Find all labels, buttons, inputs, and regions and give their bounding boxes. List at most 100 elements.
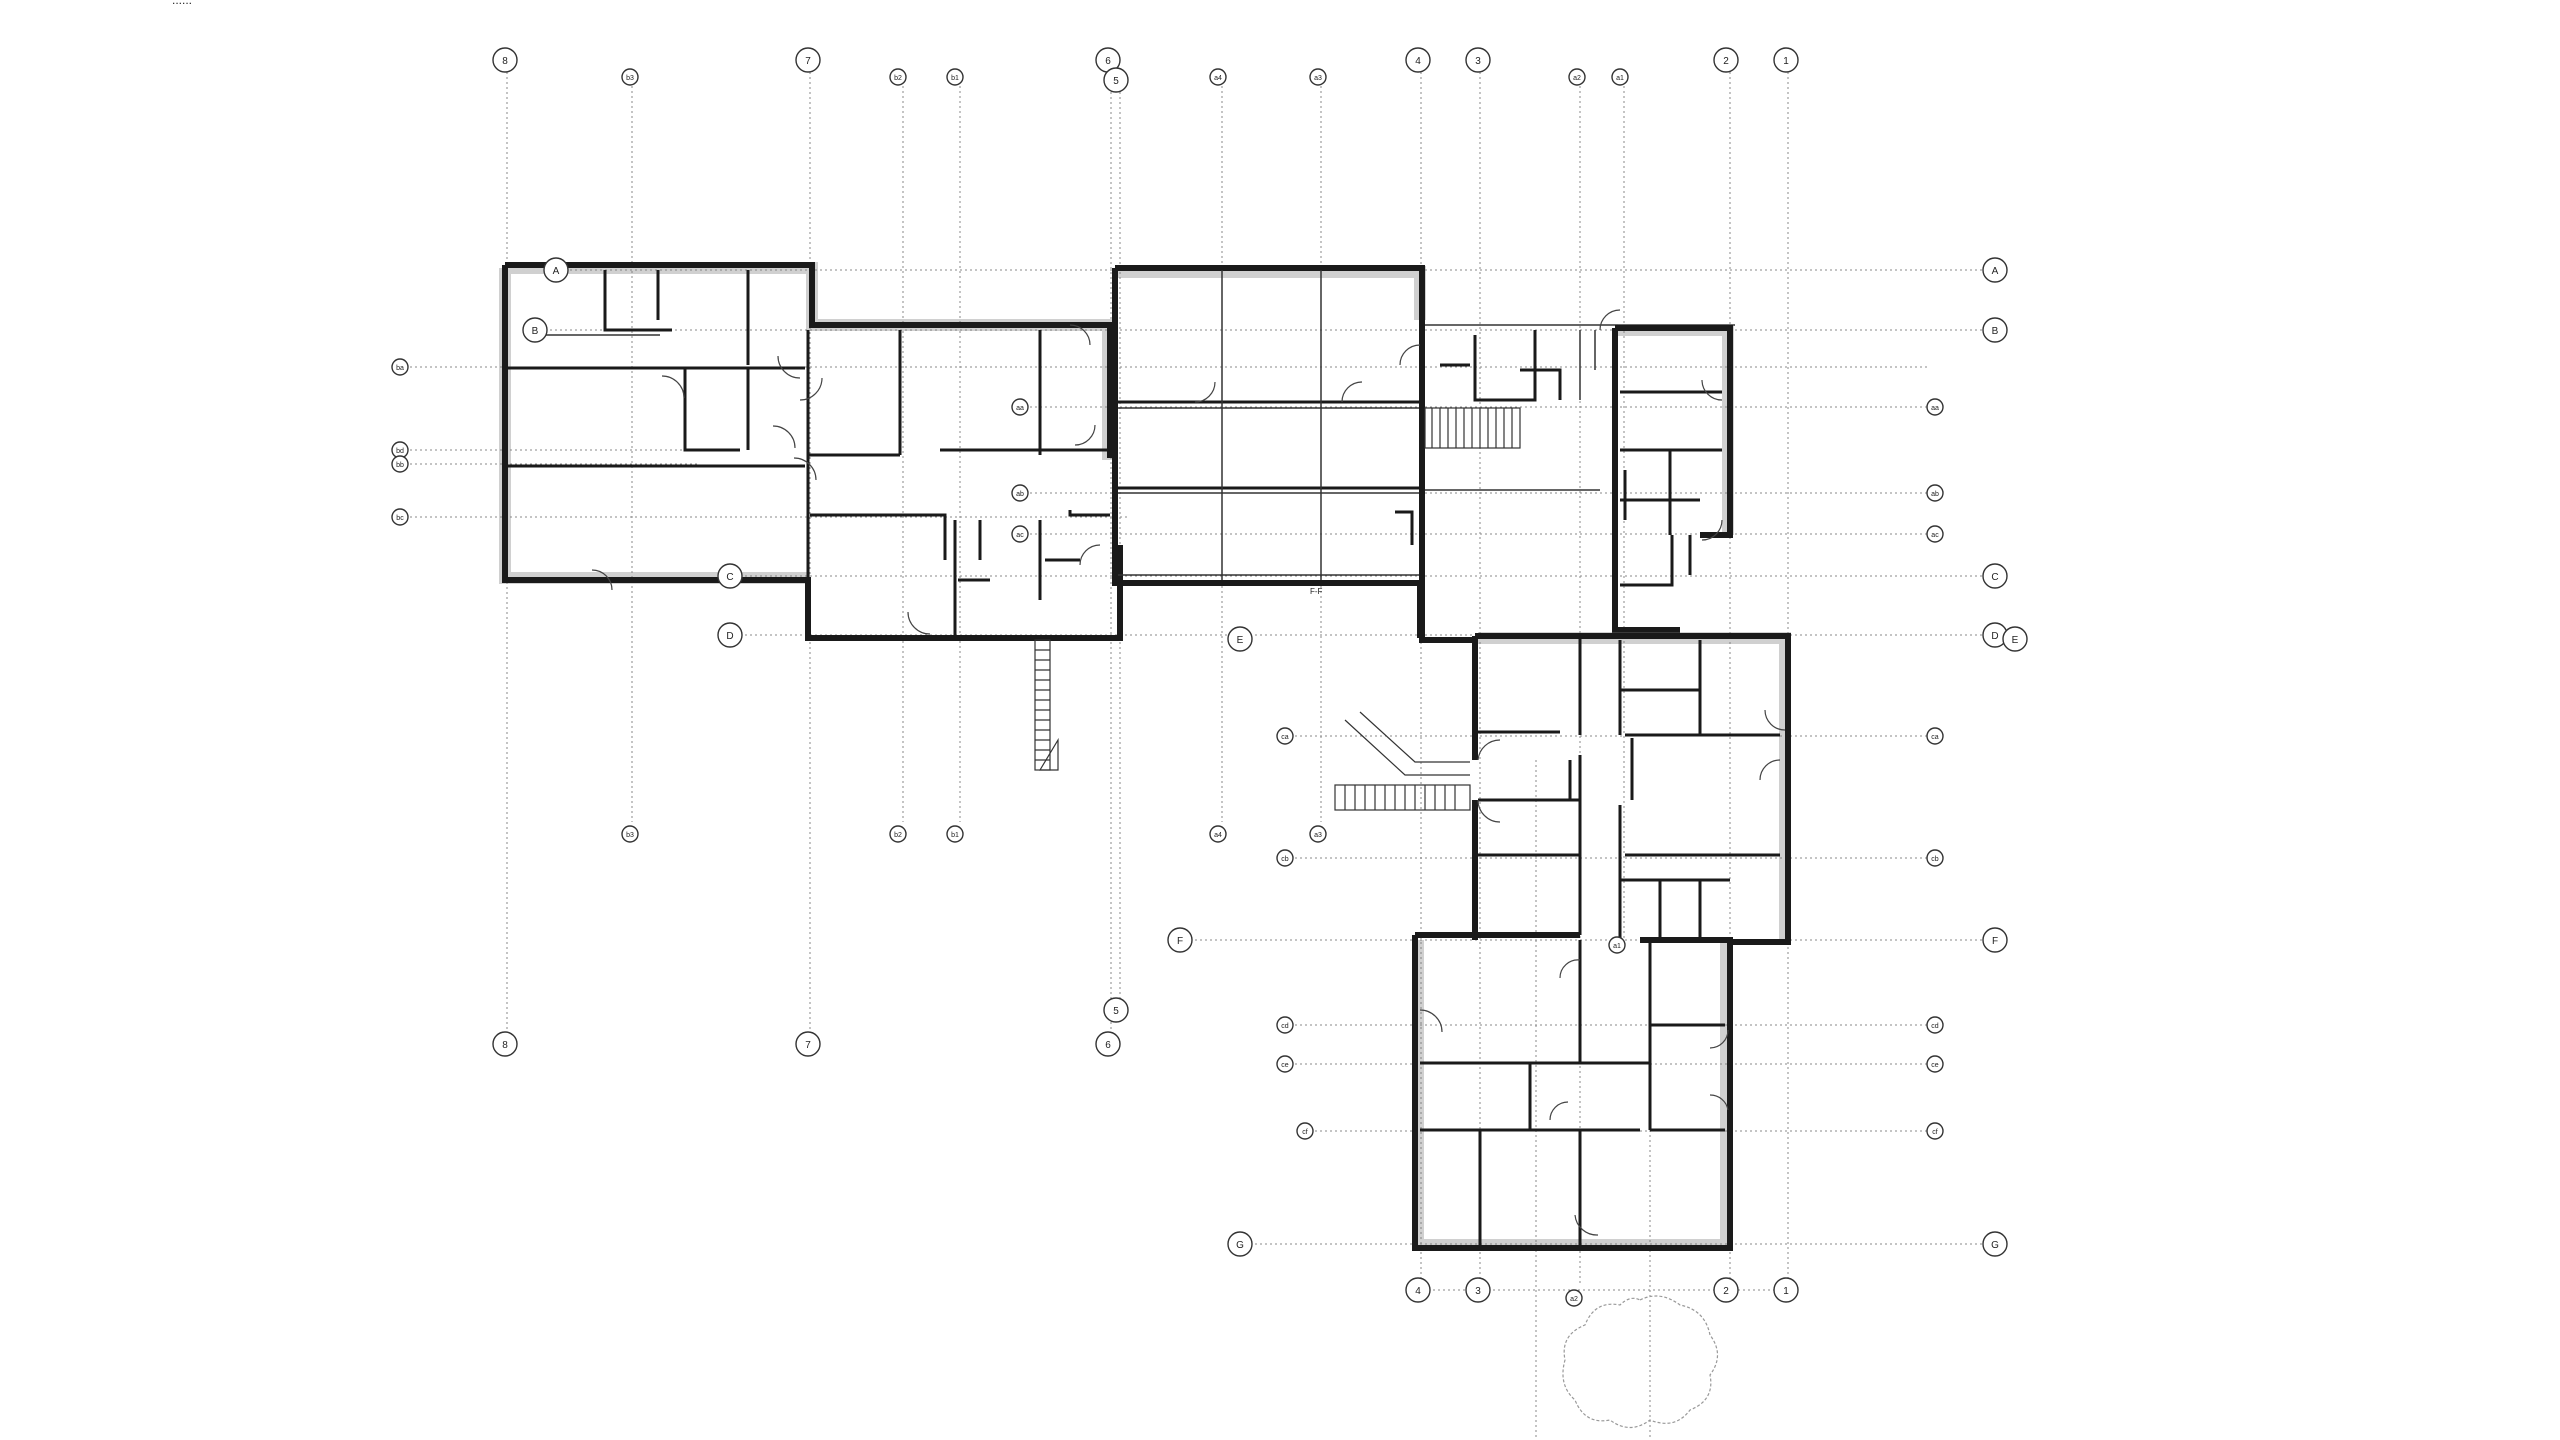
grid-bubble (1103, 67, 1129, 93)
grid-bubble (1926, 727, 1944, 745)
grid-bubble (1276, 849, 1294, 867)
grid-label: 3 (1475, 1286, 1481, 1297)
grid-bubble (391, 508, 409, 526)
grid-label: cf (1932, 1129, 1938, 1136)
grid-label: a1 (1613, 943, 1621, 950)
grid-label: bb (396, 462, 404, 469)
grid-label: cb (1281, 856, 1289, 863)
grid-label: a1 (1616, 75, 1624, 82)
grid-label: 1 (1783, 56, 1789, 67)
grid-label: a2 (1570, 1296, 1578, 1303)
grid-bubble (1773, 47, 1799, 73)
grid-label: ac (1016, 532, 1024, 539)
grid-label: G (1991, 1240, 1999, 1251)
grid-label: B (1992, 326, 1999, 337)
grid-label: a2 (1573, 75, 1581, 82)
grid-label: bc (396, 515, 404, 522)
grid-label: ba (396, 365, 404, 372)
grid-bubble (1611, 68, 1629, 86)
grid-bubble (1276, 1016, 1294, 1034)
grid-bubble (543, 257, 569, 283)
grid-label: B (532, 326, 539, 337)
grid-bubble (391, 358, 409, 376)
grid-bubble (1309, 68, 1327, 86)
grid-bubble (1926, 1055, 1944, 1073)
grid-label: a3 (1314, 832, 1322, 839)
grid-label: 7 (805, 56, 811, 67)
grid-label: A (553, 266, 560, 277)
grid-bubble (1405, 47, 1431, 73)
grid-bubble (1276, 727, 1294, 745)
grid-label: 2 (1723, 1286, 1729, 1297)
grid-bubble (1773, 1277, 1799, 1303)
grid-bubble (1926, 484, 1944, 502)
grid-bubble (889, 825, 907, 843)
grid-label: 4 (1415, 56, 1421, 67)
grid-bubble (1465, 47, 1491, 73)
grid-bubble (1713, 47, 1739, 73)
grid-bubble (1608, 936, 1626, 954)
grid-bubble (621, 825, 639, 843)
grid-bubble (1011, 484, 1029, 502)
grid-bubble (1011, 398, 1029, 416)
grid-bubbles-inner: A B C D E aa ab ac ca cb F cd ce cf G (522, 257, 1314, 1257)
grid-label: F (1992, 936, 1998, 947)
grid-label: D (726, 631, 733, 642)
grid-bubble (1167, 927, 1193, 953)
grid-label: C (726, 572, 733, 583)
grid-label: 2 (1723, 56, 1729, 67)
grid-bubbles-middle: b3 b2 b1 a4 a3 5 (621, 825, 1327, 1023)
grid-label: b1 (951, 832, 959, 839)
tree-outline (1562, 1295, 1719, 1429)
grid-label: 8 (502, 1040, 508, 1051)
grid-bubble (1926, 1122, 1944, 1140)
grid-label: E (1237, 635, 1244, 646)
grid-bubble (1227, 626, 1253, 652)
grid-label: b2 (894, 832, 902, 839)
grid-bubble (1209, 68, 1227, 86)
grid-bubble (1982, 317, 2008, 343)
grid-label: b3 (626, 832, 634, 839)
grid-bubble (391, 455, 409, 473)
grid-bubble (1926, 1016, 1944, 1034)
grid-bubble (1565, 1289, 1583, 1307)
grid-bubble (492, 47, 518, 73)
grid-bubbles-top: 8 b3 7 b2 b1 6 5 a4 a3 4 3 a2 a1 2 1 (492, 47, 1799, 93)
grid-bubble (1926, 849, 1944, 867)
grid-label: ab (1016, 491, 1024, 498)
grid-label: ce (1931, 1062, 1939, 1069)
grid-label: a4 (1214, 832, 1222, 839)
grid-bubble (1982, 927, 2008, 953)
grid-label: bd (396, 448, 404, 455)
grid-bubble (1405, 1277, 1431, 1303)
grid-bubble (1982, 1231, 2008, 1257)
grid-bubble (2002, 626, 2028, 652)
grid-bubble (1103, 997, 1129, 1023)
grid-label: cd (1281, 1023, 1289, 1030)
grid-bubble (1011, 525, 1029, 543)
grid-bubble (1209, 825, 1227, 843)
grid-bubble (1296, 1122, 1314, 1140)
grid-label: ac (1931, 532, 1939, 539)
grid-bubble (795, 1031, 821, 1057)
grid-bubble (1982, 563, 2008, 589)
grid-bubbles-bottom: 8 7 6 4 3 a2 2 1 a1 (492, 936, 1799, 1307)
grid-label: 4 (1415, 1286, 1421, 1297)
grid-bubble (1568, 68, 1586, 86)
grid-label: 3 (1475, 56, 1481, 67)
grid-bubble (1982, 257, 2008, 283)
grid-label: 1 (1783, 1286, 1789, 1297)
grid-bubble (1465, 1277, 1491, 1303)
grid-label: ca (1931, 734, 1939, 741)
grid-label: cf (1302, 1129, 1308, 1136)
building-walls (499, 262, 1791, 1251)
grid-bubbles-right: A B aa ab ac C D E ca cb F cd ce cf G (1926, 257, 2028, 1257)
grid-label: b2 (894, 75, 902, 82)
grid-bubble (522, 317, 548, 343)
grid-label: 5 (1113, 1006, 1119, 1017)
grid-label: G (1236, 1240, 1244, 1251)
grid-bubbles-left: ba bd bb bc (391, 358, 409, 526)
grid-bubble (795, 47, 821, 73)
grid-bubble (492, 1031, 518, 1057)
grid-label: F (1177, 936, 1183, 947)
